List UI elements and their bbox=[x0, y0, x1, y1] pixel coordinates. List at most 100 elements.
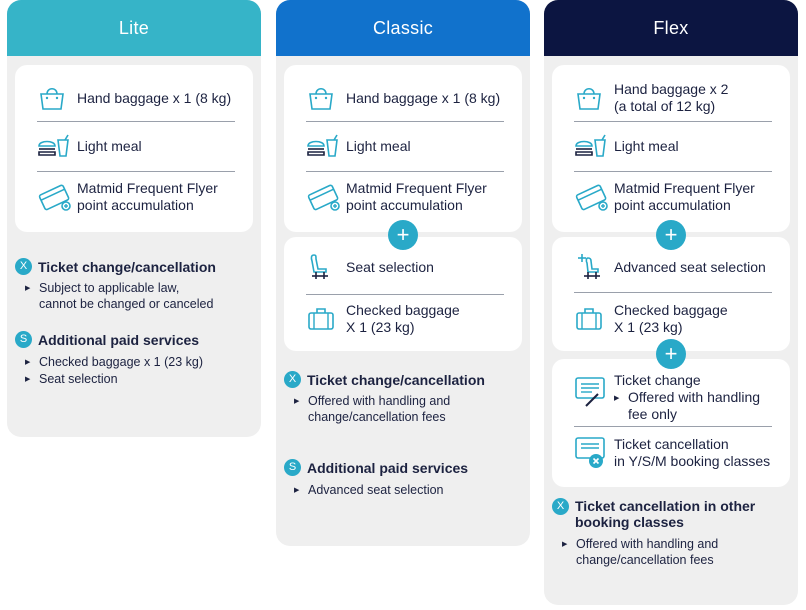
feature-label: Hand baggage x 1 (8 kg) bbox=[77, 89, 232, 106]
divider bbox=[574, 292, 772, 293]
ticket-change-icon bbox=[574, 372, 614, 408]
feature-advanced-seat-selection: Advanced seat selection bbox=[574, 252, 778, 282]
list-item: ▶Offered with handling and change/cancel… bbox=[294, 394, 451, 424]
plus-icon: + bbox=[656, 339, 686, 369]
bullet-icon: ▶ bbox=[25, 359, 31, 366]
section-title: Additional paid services bbox=[307, 459, 469, 476]
fare-header-lite: Lite bbox=[7, 0, 261, 56]
section-title: Ticket cancellation in other booking cla… bbox=[575, 498, 756, 530]
seat-icon bbox=[306, 252, 346, 282]
feature-frequent-flyer: Matmid Frequent Flyer point accumulation bbox=[306, 179, 510, 215]
plus-icon: + bbox=[656, 220, 686, 250]
frequent-flyer-card-icon bbox=[37, 182, 77, 212]
feature-light-meal: Light meal bbox=[306, 133, 510, 159]
divider bbox=[574, 171, 772, 172]
divider bbox=[574, 121, 772, 122]
divider bbox=[37, 121, 235, 122]
flexibility-card: Ticket change ▶Offered with handling fee… bbox=[552, 359, 790, 487]
fare-title-flex: Flex bbox=[653, 17, 689, 38]
fare-column-classic: Classic Hand baggage x 1 (8 kg) Light me… bbox=[276, 0, 530, 546]
suitcase-icon bbox=[306, 306, 346, 332]
feature-frequent-flyer: Matmid Frequent Flyer point accumulation bbox=[574, 179, 778, 215]
feature-hand-baggage: Hand baggage x 2 (a total of 12 kg) bbox=[574, 81, 778, 115]
divider bbox=[37, 171, 235, 172]
fare-title-classic: Classic bbox=[372, 17, 434, 38]
divider bbox=[306, 121, 504, 122]
meal-icon bbox=[306, 134, 346, 158]
fare-column-lite: Lite Hand baggage x 1 (8 kg) Light meal … bbox=[7, 0, 261, 437]
ticket-change-section: X Ticket change/cancellation ▶Offered wit… bbox=[284, 371, 520, 425]
paid-services-section: S Additional paid services ▶Advanced seat… bbox=[284, 459, 520, 499]
frequent-flyer-card-icon bbox=[574, 182, 614, 212]
feature-ticket-change: Ticket change ▶Offered with handling fee… bbox=[574, 372, 778, 424]
list-item: ▶Seat selection bbox=[25, 372, 118, 386]
feature-label: Light meal bbox=[77, 137, 142, 154]
divider bbox=[574, 426, 772, 427]
extras-card: Advanced seat selection Checked baggage … bbox=[552, 237, 790, 351]
advanced-seat-icon bbox=[574, 252, 614, 282]
hand-bag-icon bbox=[37, 85, 77, 111]
feature-seat-selection: Seat selection bbox=[306, 252, 510, 282]
included-features-card: Hand baggage x 1 (8 kg) Light meal Matmi… bbox=[15, 65, 253, 232]
list-item: ▶Checked baggage x 1 (23 kg) bbox=[25, 355, 203, 369]
plus-icon: + bbox=[388, 220, 418, 250]
divider bbox=[306, 294, 504, 295]
suitcase-icon bbox=[574, 306, 614, 332]
feature-label: Ticket cancellation in Y/S/M booking cla… bbox=[614, 436, 771, 469]
fare-title-lite: Lite bbox=[118, 17, 150, 38]
feature-ticket-cancellation: Ticket cancellation in Y/S/M booking cla… bbox=[574, 435, 778, 471]
meal-icon bbox=[37, 134, 77, 158]
feature-light-meal: Light meal bbox=[574, 133, 778, 159]
feature-label: Matmid Frequent Flyer point accumulation bbox=[77, 180, 218, 213]
feature-label: Checked baggage X 1 (23 kg) bbox=[614, 302, 728, 335]
feature-hand-baggage: Hand baggage x 1 (8 kg) bbox=[306, 85, 510, 111]
bullet-icon: ▶ bbox=[562, 541, 568, 548]
dollar-icon: S bbox=[15, 331, 32, 348]
section-title: Ticket change/cancellation bbox=[307, 371, 485, 388]
feature-label: Advanced seat selection bbox=[614, 258, 766, 275]
feature-label: Ticket change bbox=[614, 372, 701, 388]
feature-label: Hand baggage x 2 (a total of 12 kg) bbox=[614, 81, 729, 114]
divider bbox=[306, 171, 504, 172]
hand-bag-icon bbox=[306, 85, 346, 111]
feature-frequent-flyer: Matmid Frequent Flyer point accumulation bbox=[37, 179, 241, 215]
ticket-cancellation-section: X Ticket cancellation in other booking cl… bbox=[552, 498, 788, 568]
hand-bag-icon bbox=[574, 85, 614, 111]
extras-card: Seat selection Checked baggage X 1 (23 k… bbox=[284, 237, 522, 351]
bullet-icon: ▶ bbox=[294, 487, 300, 494]
section-title: Ticket change/cancellation bbox=[38, 258, 216, 275]
list-item: ▶Offered with handling and change/cancel… bbox=[562, 537, 719, 567]
feature-checked-baggage: Checked baggage X 1 (23 kg) bbox=[306, 301, 510, 337]
feature-label: Light meal bbox=[346, 137, 411, 154]
bullet-icon: ▶ bbox=[25, 285, 31, 292]
ticket-cancel-icon bbox=[574, 436, 614, 470]
feature-label: Checked baggage X 1 (23 kg) bbox=[346, 302, 460, 335]
feature-label: Matmid Frequent Flyer point accumulation bbox=[346, 180, 487, 213]
list-item: ▶Subject to applicable law, cannot be ch… bbox=[25, 281, 214, 311]
fare-column-flex: Flex Hand baggage x 2 (a total of 12 kg)… bbox=[544, 0, 798, 605]
bullet-icon: ▶ bbox=[25, 376, 31, 383]
no-change-icon: X bbox=[15, 258, 32, 275]
dollar-icon: S bbox=[284, 459, 301, 476]
feature-hand-baggage: Hand baggage x 1 (8 kg) bbox=[37, 85, 241, 111]
feature-light-meal: Light meal bbox=[37, 133, 241, 159]
feature-label: Matmid Frequent Flyer point accumulation bbox=[614, 180, 755, 213]
list-item: ▶Advanced seat selection bbox=[294, 483, 444, 497]
feature-label: Seat selection bbox=[346, 258, 434, 275]
bullet-icon: ▶ bbox=[614, 395, 620, 402]
meal-icon bbox=[574, 134, 614, 158]
included-features-card: Hand baggage x 1 (8 kg) Light meal Matmi… bbox=[284, 65, 522, 232]
ticket-change-section: X Ticket change/cancellation ▶Subject to … bbox=[15, 258, 251, 312]
no-change-icon: X bbox=[284, 371, 301, 388]
paid-services-section: S Additional paid services ▶Checked bagga… bbox=[15, 331, 251, 388]
fare-header-classic: Classic bbox=[276, 0, 530, 56]
no-change-icon: X bbox=[552, 498, 569, 515]
feature-checked-baggage: Checked baggage X 1 (23 kg) bbox=[574, 301, 778, 337]
list-item: ▶Offered with handling fee only bbox=[614, 389, 761, 422]
bullet-icon: ▶ bbox=[294, 398, 300, 405]
included-features-card: Hand baggage x 2 (a total of 12 kg) Ligh… bbox=[552, 65, 790, 232]
fare-header-flex: Flex bbox=[544, 0, 798, 56]
feature-label: Hand baggage x 1 (8 kg) bbox=[346, 89, 501, 106]
feature-label: Light meal bbox=[614, 137, 679, 154]
section-title: Additional paid services bbox=[38, 331, 200, 348]
